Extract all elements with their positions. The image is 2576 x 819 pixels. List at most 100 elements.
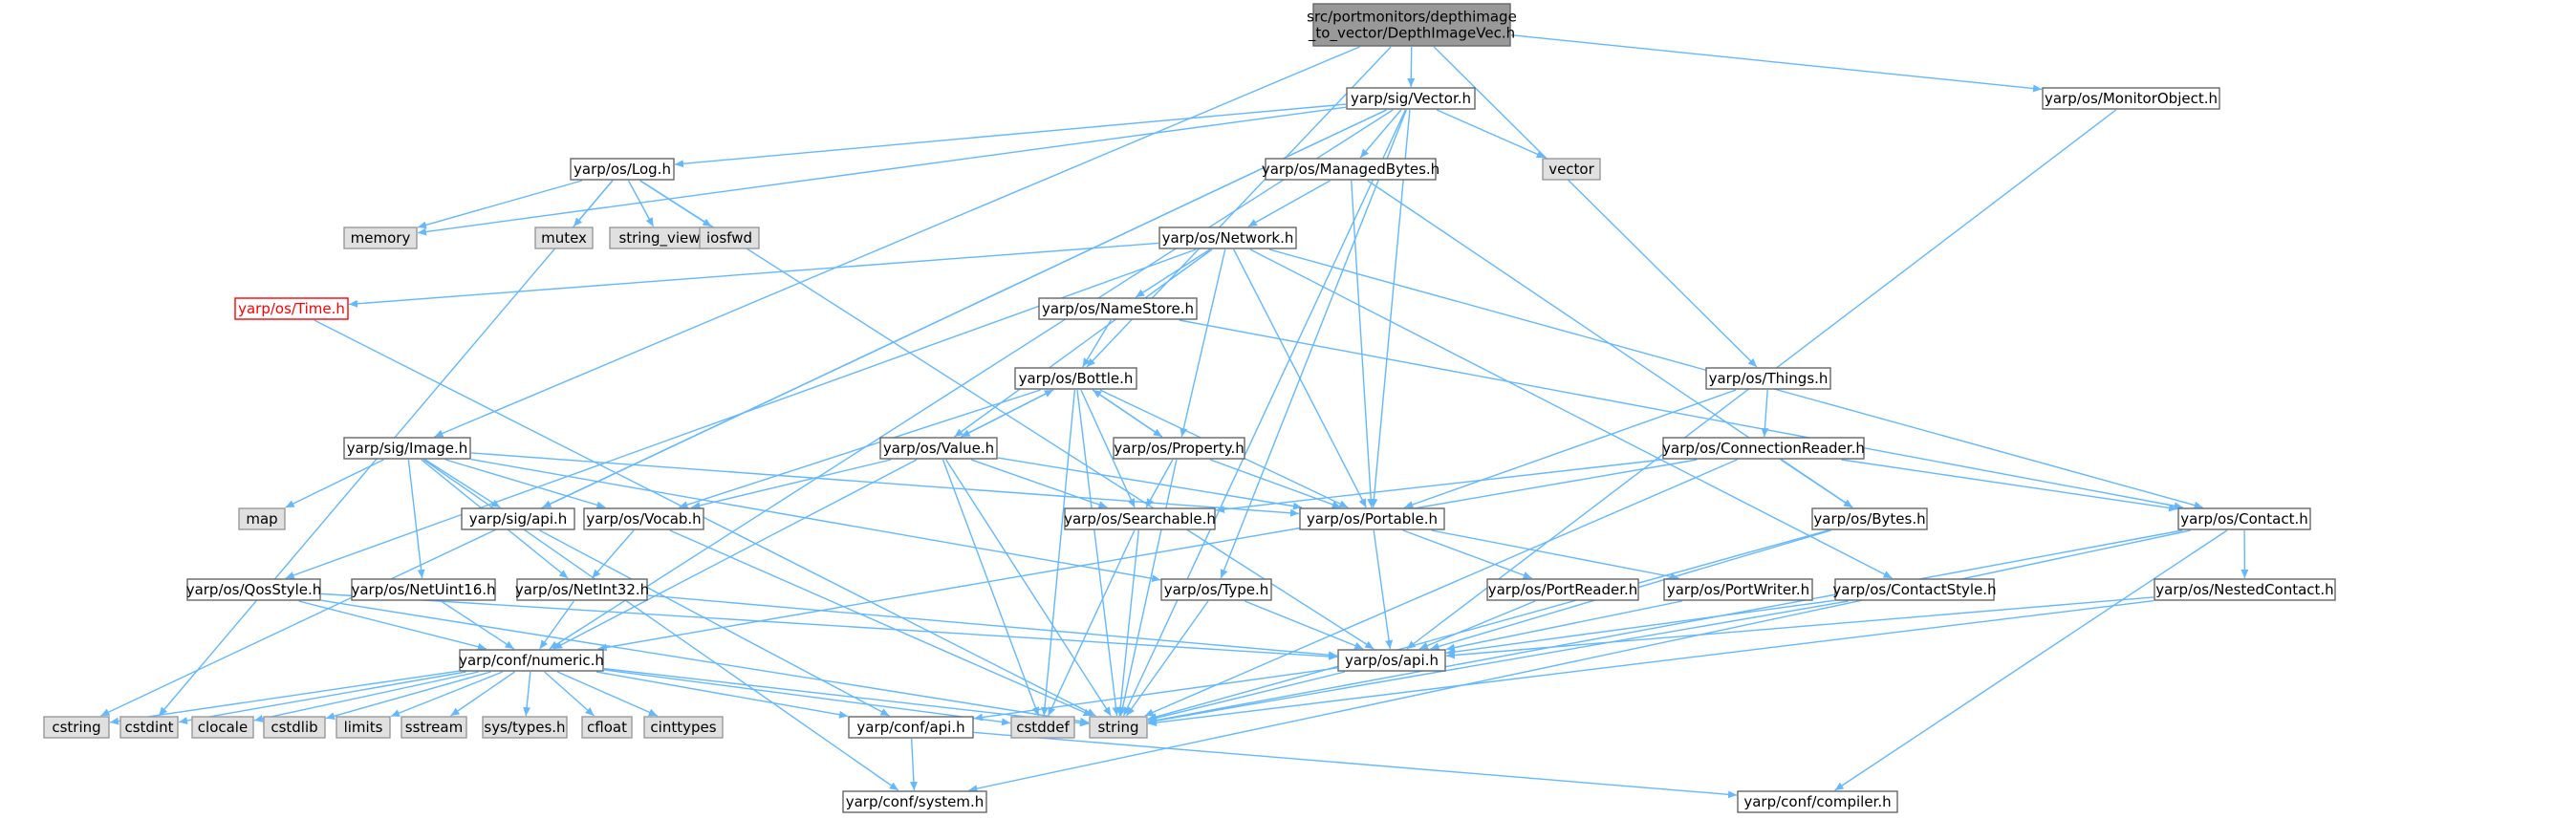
edge-vector_h-to-numeric — [549, 109, 1394, 650]
node-netint32[interactable]: yarp/os/NetInt32.h — [515, 578, 649, 601]
node-box — [842, 790, 987, 813]
node-label: yarp/os/Time.h — [238, 300, 345, 317]
node-box — [879, 437, 998, 460]
node-iosfwd: iosfwd — [699, 226, 760, 249]
node-bytes[interactable]: yarp/os/Bytes.h — [1811, 507, 1928, 530]
edge-contactstyle-to-string — [1147, 600, 1849, 725]
node-network[interactable]: yarp/os/Network.h — [1158, 226, 1297, 249]
node-label: yarp/os/ConnectionReader.h — [1662, 440, 1865, 457]
node-time[interactable]: yarp/os/Time.h — [234, 297, 349, 320]
edge-managedbytes-to-network — [1247, 180, 1331, 227]
edge-bytes-to-string — [1147, 529, 1829, 721]
edge-root-to-things — [1433, 46, 1758, 368]
node-value[interactable]: yarp/os/Value.h — [879, 437, 998, 460]
node-property[interactable]: yarp/os/Property.h — [1113, 437, 1245, 460]
node-label: cinttypes — [650, 719, 716, 736]
edge-numeric-to-cstring — [109, 670, 460, 725]
edge-things-to-connreader — [1761, 389, 1769, 438]
node-nestedcontact[interactable]: yarp/os/NestedContact.h — [2154, 578, 2336, 601]
node-box — [1299, 507, 1445, 530]
node-osapi[interactable]: yarp/os/api.h — [1337, 649, 1446, 672]
edge-bottle-to-searchable — [1080, 389, 1136, 508]
node-portreader[interactable]: yarp/os/PortReader.h — [1486, 578, 1639, 601]
node-box — [534, 226, 594, 249]
node-mutex: mutex — [534, 226, 594, 249]
node-box — [1486, 578, 1639, 601]
node-managedbytes[interactable]: yarp/os/ManagedBytes.h — [1262, 158, 1440, 181]
node-box — [2177, 507, 2311, 530]
node-label: map — [246, 510, 277, 528]
edge-portable-to-osapi — [1373, 529, 1394, 650]
node-box — [119, 716, 179, 739]
edge-vector_h-to-vector_sys — [1436, 109, 1547, 159]
edge-osapi-to-string — [1147, 671, 1346, 722]
node-vector_sys: vector — [1542, 158, 1601, 181]
node-limits: limits — [336, 716, 391, 739]
edge-vocab-to-string — [669, 529, 1093, 717]
edge-contact-to-string — [1147, 529, 2183, 724]
node-box — [1705, 367, 1831, 390]
edge-numeric-to-confapi — [595, 671, 849, 719]
node-label: cstdlib — [271, 719, 317, 736]
edge-connreader-to-bytes — [1780, 459, 1853, 508]
node-bottle[interactable]: yarp/os/Bottle.h — [1014, 367, 1137, 390]
node-box — [1663, 578, 1813, 601]
node-portable[interactable]: yarp/os/Portable.h — [1299, 507, 1445, 530]
node-netuint16[interactable]: yarp/os/NetUint16.h — [351, 578, 496, 601]
node-label: _to_vector/DepthImageVec.h — [1308, 25, 1515, 43]
edge-network-to-portable — [1233, 248, 1367, 508]
node-namestore[interactable]: yarp/os/NameStore.h — [1038, 297, 1198, 320]
node-label: yarp/os/Searchable.h — [1064, 510, 1216, 528]
node-log[interactable]: yarp/os/Log.h — [570, 158, 675, 181]
node-things[interactable]: yarp/os/Things.h — [1705, 367, 1831, 390]
edge-qosstyle-to-numeric — [298, 600, 487, 651]
node-label: yarp/os/Contact.h — [2180, 510, 2308, 528]
node-confsystem[interactable]: yarp/conf/system.h — [842, 790, 987, 813]
edge-portable-to-portwriter — [1431, 529, 1679, 581]
node-root[interactable]: src/portmonitors/depthimage_to_vector/De… — [1307, 3, 1517, 47]
edge-numeric-to-cfloat — [544, 671, 595, 717]
node-portwriter[interactable]: yarp/os/PortWriter.h — [1663, 578, 1813, 601]
edge-namestore-to-bottle — [1082, 319, 1112, 368]
node-label: yarp/os/Vocab.h — [586, 510, 701, 528]
node-confcompiler[interactable]: yarp/conf/compiler.h — [1737, 790, 1898, 813]
node-label: yarp/os/NetInt32.h — [515, 581, 649, 598]
edge-numeric-to-cstdint — [178, 671, 466, 724]
node-vector_h[interactable]: yarp/sig/Vector.h — [1346, 87, 1476, 110]
node-vocab[interactable]: yarp/os/Vocab.h — [583, 507, 704, 530]
node-searchable[interactable]: yarp/os/Searchable.h — [1064, 507, 1216, 530]
node-label: yarp/os/Type.h — [1164, 581, 1269, 598]
node-box — [699, 226, 760, 249]
node-label: cstddef — [1016, 719, 1070, 736]
node-image[interactable]: yarp/sig/Image.h — [343, 437, 471, 460]
node-label: yarp/conf/numeric.h — [459, 652, 604, 669]
node-box — [186, 578, 321, 601]
node-cstddef: cstddef — [1010, 716, 1075, 739]
node-sigapi[interactable]: yarp/sig/api.h — [461, 507, 575, 530]
node-box — [400, 716, 467, 739]
edge-sigapi-to-confapi — [539, 529, 890, 717]
node-connreader[interactable]: yarp/os/ConnectionReader.h — [1662, 437, 1865, 460]
node-type[interactable]: yarp/os/Type.h — [1160, 578, 1272, 601]
edge-image-to-vocab — [444, 459, 606, 509]
node-numeric[interactable]: yarp/conf/numeric.h — [459, 649, 604, 672]
node-label: cstdint — [124, 719, 173, 736]
edge-vector_h-to-sigapi — [542, 109, 1387, 508]
node-box — [1160, 578, 1272, 601]
node-label: yarp/sig/Image.h — [347, 440, 468, 457]
edge-netuint16-to-numeric — [440, 600, 515, 650]
node-label: yarp/os/Value.h — [883, 440, 994, 457]
node-contactstyle[interactable]: yarp/os/ContactStyle.h — [1832, 578, 1997, 601]
edge-network-to-time — [348, 242, 1159, 308]
edge-numeric-to-cstdlib — [325, 671, 491, 721]
node-box — [1312, 3, 1511, 47]
edge-root-to-image — [434, 46, 1360, 438]
node-confapi[interactable]: yarp/conf/api.h — [848, 716, 974, 739]
node-contact[interactable]: yarp/os/Contact.h — [2177, 507, 2311, 530]
node-label: string_view — [618, 229, 700, 248]
node-monitorobject[interactable]: yarp/os/MonitorObject.h — [2042, 87, 2220, 110]
edge-value-to-portable — [997, 457, 1303, 510]
node-box — [191, 716, 254, 739]
node-qosstyle[interactable]: yarp/os/QosStyle.h — [186, 578, 322, 601]
